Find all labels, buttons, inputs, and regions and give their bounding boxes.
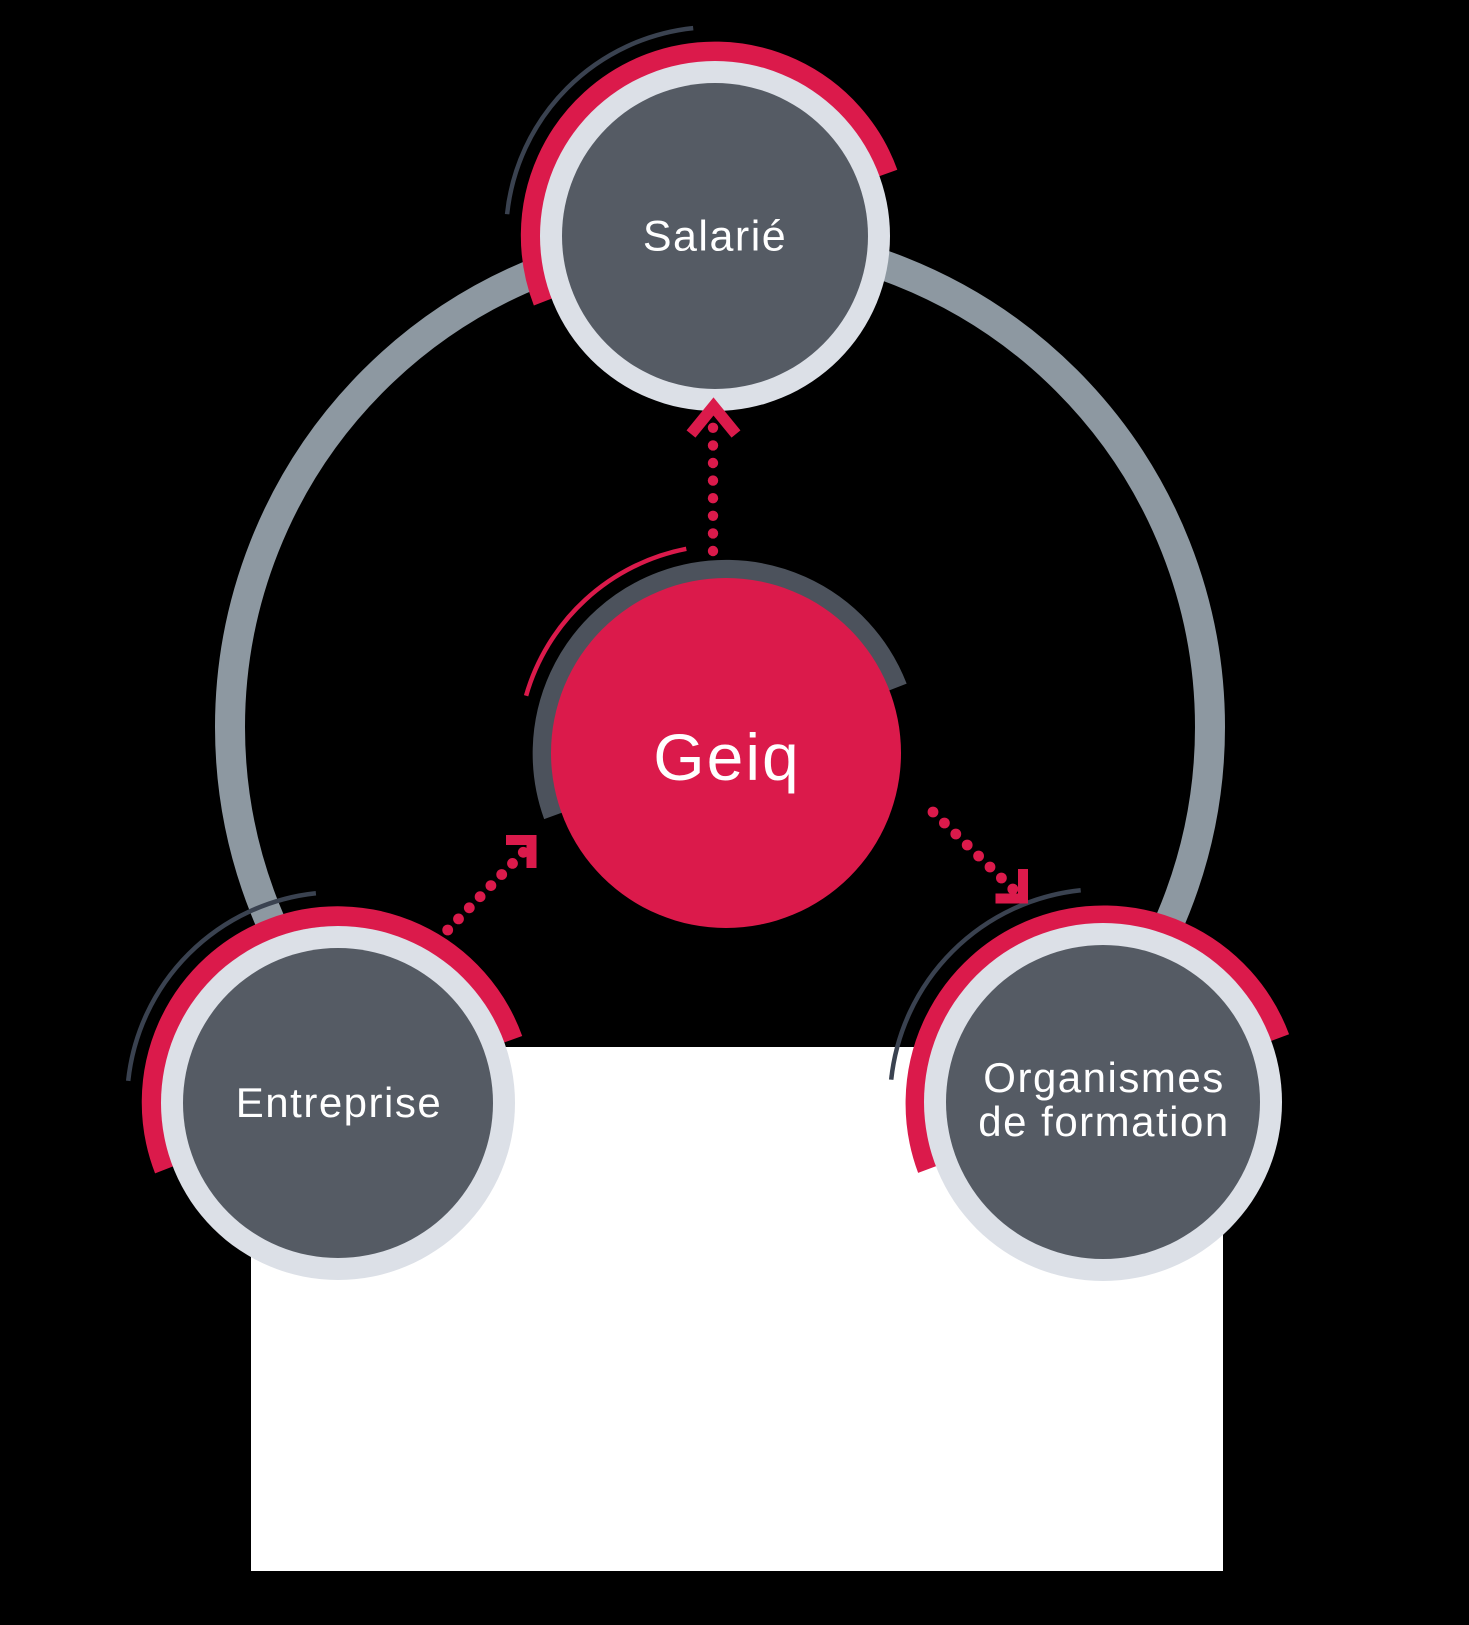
- node-label-organismes: Organismes de formation: [978, 1056, 1229, 1144]
- thin-accent-arc: [888, 887, 1081, 1080]
- thin-accent-arc: [523, 546, 687, 697]
- node-circle: [551, 578, 901, 928]
- arrow-dot: [927, 806, 939, 818]
- red-accent-arc: [520, 41, 898, 306]
- node-circle: [183, 948, 493, 1258]
- arrow-dot: [707, 510, 719, 521]
- node-label-text: Entreprise: [235, 1079, 443, 1126]
- arrow-dot: [474, 891, 486, 903]
- arrow-dot: [485, 880, 497, 891]
- arrow-dot: [507, 858, 518, 869]
- arrow-dot: [707, 422, 719, 433]
- arrow-dot: [961, 839, 973, 851]
- arrowhead: [995, 869, 1028, 904]
- arrow-dot: [707, 475, 719, 486]
- node-salarie: [504, 25, 898, 411]
- node-entreprise: [125, 890, 523, 1280]
- red-accent-arc: [905, 905, 1290, 1173]
- arrowhead: [506, 835, 537, 868]
- dark-accent-arc: [532, 559, 907, 820]
- arrow-dot: [707, 440, 719, 451]
- red-accent-arc: [141, 906, 523, 1174]
- arrow-dot: [950, 828, 962, 840]
- arrow-dot: [442, 924, 454, 936]
- arrow-dot: [517, 846, 529, 858]
- node-label-geiq: Geiq: [653, 719, 800, 795]
- arrow-dot: [939, 817, 950, 829]
- arrowhead: [686, 397, 741, 438]
- arrow-dot: [707, 493, 719, 504]
- arrow-dot: [1007, 883, 1019, 895]
- node-circle: [946, 945, 1260, 1259]
- thin-accent-arc: [504, 25, 694, 215]
- arrow-geiq-to-organismes: [927, 806, 1028, 904]
- node-label-salarie: Salarié: [643, 213, 787, 262]
- node-label-text: Organismes: [983, 1054, 1225, 1101]
- arrow-dot: [973, 850, 984, 862]
- arrow-dot: [707, 457, 719, 469]
- node-label-text: de formation: [978, 1098, 1230, 1145]
- arrow-dot: [996, 872, 1007, 884]
- node-circle: [562, 83, 868, 389]
- node-organismes: [888, 887, 1290, 1281]
- arrow-dot: [453, 913, 464, 925]
- node-label-text: Geiq: [653, 720, 801, 794]
- node-label-text: Salarié: [642, 212, 788, 261]
- arrow-geiq-to-salarie: [686, 397, 741, 557]
- arrow-dot: [707, 545, 719, 557]
- arrow-entreprise-to-geiq: [442, 835, 537, 936]
- node-label-entreprise: Entreprise: [236, 1079, 442, 1127]
- arrow-dot: [984, 861, 996, 873]
- arrow-dot: [463, 902, 475, 914]
- node-geiq: [523, 546, 907, 928]
- arrow-dot: [496, 869, 508, 880]
- thin-accent-arc: [125, 890, 317, 1082]
- arrow-dot: [707, 528, 719, 539]
